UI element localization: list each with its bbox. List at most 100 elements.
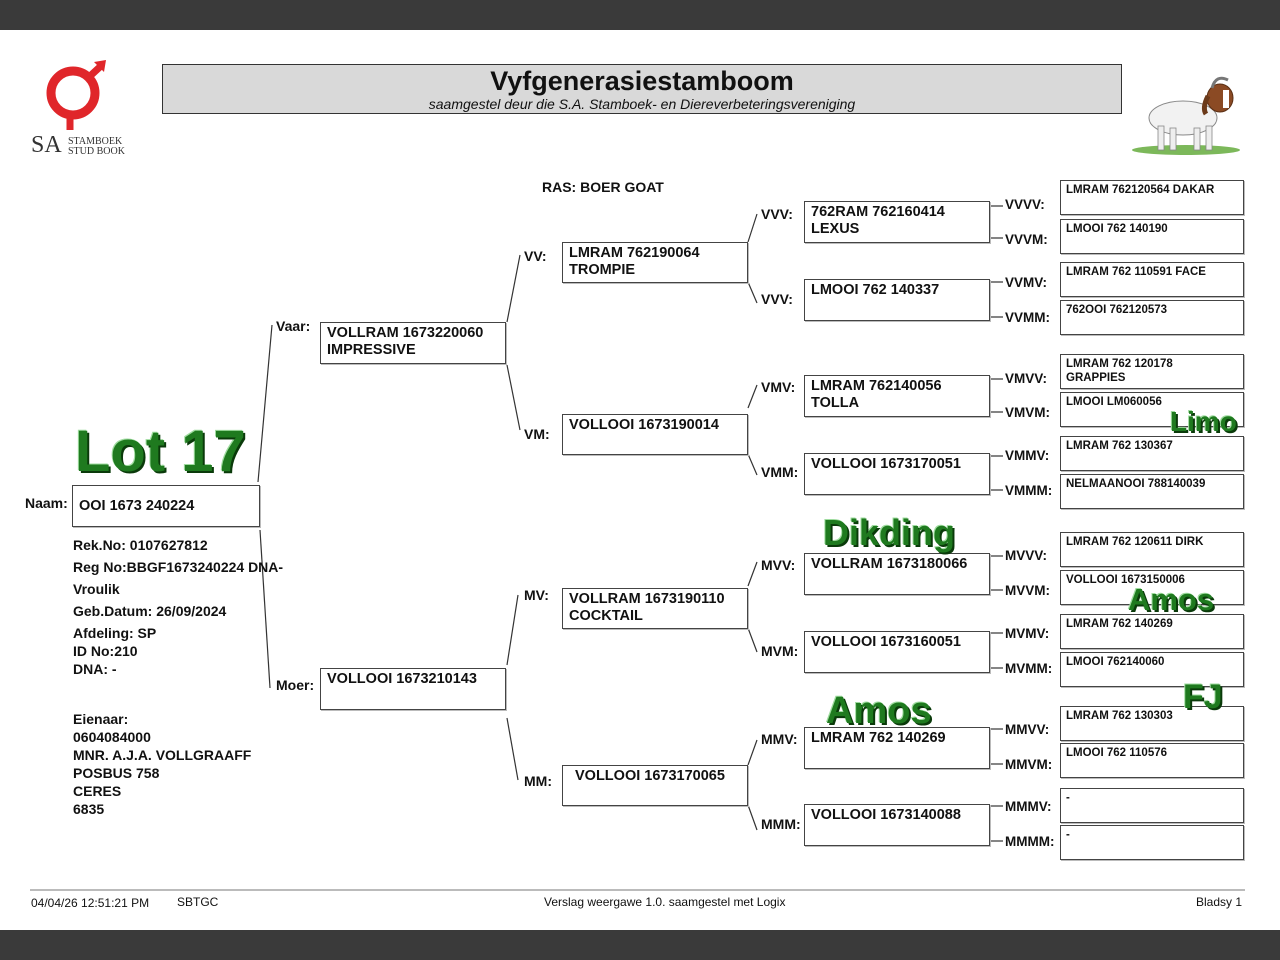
- studbook-emblem-icon: [46, 60, 106, 130]
- vmm-line-1: VOLLOOI 1673170051: [811, 456, 961, 472]
- vvm-box: LMOOI 762 140337: [804, 279, 990, 321]
- gen4-box-vmmm: NELMAANOOI 788140039: [1060, 474, 1244, 509]
- vv-line-1: LMRAM 762190064: [569, 245, 700, 261]
- gen4-box-mvvm: VOLLOOI 1673150006: [1060, 570, 1244, 605]
- animal-name: OOI 1673 240224: [79, 498, 195, 514]
- logo-line2: STUD BOOK: [68, 146, 125, 157]
- mmm-label: MMM:: [761, 816, 801, 832]
- gen4-mmmv-line-1: -: [1066, 792, 1070, 804]
- reg-no: Reg No:BBGF1673240224 DNA-: [73, 559, 284, 575]
- gen4-label-mmmm: MMMM:: [1005, 834, 1055, 849]
- footer-code: SBTGC: [177, 895, 219, 909]
- amos-overlay-gen4: Amos: [1128, 582, 1215, 617]
- footer-page-number: Bladsy 1: [1196, 895, 1243, 909]
- vv-label: VV:: [524, 248, 547, 264]
- gen4-vvmv-line-1: LMRAM 762 110591 FACE: [1066, 266, 1206, 278]
- mmv-line-1: LMRAM 762 140269: [811, 730, 946, 746]
- gen4-box-mvmm: LMOOI 762140060: [1060, 652, 1244, 687]
- gen4-label-mvmm: MVMM:: [1005, 661, 1053, 676]
- owner-postcode: 6835: [73, 801, 105, 817]
- mvv-label: MVV:: [761, 557, 796, 573]
- dam-box: VOLLOOI 1673210143: [320, 668, 506, 710]
- vvm-label: VVV:: [761, 291, 793, 307]
- gen4-vmmv-line-1: LMRAM 762 130367: [1066, 440, 1173, 452]
- footer-datetime: 04/04/26 12:51:21 PM: [31, 896, 150, 910]
- gen4-box-vvmv: LMRAM 762 110591 FACE: [1060, 262, 1244, 297]
- gen4-label-vmvm: VMVM:: [1005, 405, 1050, 420]
- sire-box: VOLLRAM 1673220060 IMPRESSIVE: [320, 322, 506, 364]
- gen4-vvvv-line-1: LMRAM 762120564 DAKAR: [1066, 184, 1215, 196]
- mvm-label: MVM:: [761, 643, 799, 659]
- dam-line-1: VOLLOOI 1673210143: [327, 671, 477, 687]
- mvv-box: VOLLRAM 1673180066: [804, 553, 990, 595]
- boer-goat-illustration: [1128, 68, 1244, 156]
- window-bottom-bar: [0, 930, 1280, 960]
- gen4-label-mvmv: MVMV:: [1005, 626, 1050, 641]
- mm-label: MM:: [524, 773, 552, 789]
- vm-box: VOLLOOI 1673190014: [562, 414, 748, 455]
- mvm-line-1: VOLLOOI 1673160051: [811, 634, 961, 650]
- gen4-box-mmvv: LMRAM 762 130303: [1060, 706, 1244, 741]
- mv-line-1: VOLLRAM 1673190110: [569, 591, 725, 607]
- gen4-label-mvvv: MVVV:: [1005, 548, 1048, 563]
- gen4-box-mmmv: -: [1060, 788, 1244, 823]
- gen4-box-vvvm: LMOOI 762 140190: [1060, 219, 1244, 254]
- sire-line-1: VOLLRAM 1673220060: [327, 325, 484, 341]
- gen4-box-vvvv: LMRAM 762120564 DAKAR: [1060, 180, 1244, 215]
- gen4-label-vvvv: VVVV:: [1005, 197, 1045, 212]
- id-no: ID No:210: [73, 643, 138, 659]
- gen4-vmmm-line-1: NELMAANOOI 788140039: [1066, 478, 1206, 490]
- gen4-mmvm-line-1: LMOOI 762 110576: [1066, 747, 1168, 759]
- gen4-mvvm-line-1: VOLLOOI 1673150006: [1066, 574, 1185, 586]
- gen4-vmvv-line-2: GRAPPIES: [1066, 372, 1126, 384]
- mv-line-2: COCKTAIL: [569, 608, 643, 624]
- mm-box: VOLLOOI 1673170065: [562, 765, 748, 806]
- gen4-mvvv-line-1: LMRAM 762 120611 DIRK: [1066, 536, 1204, 548]
- gen4-box-mvmv: LMRAM 762 140269: [1060, 614, 1244, 649]
- owner-name: MNR. A.J.A. VOLLGRAAFF: [73, 747, 252, 763]
- vvv-box: 762RAM 762160414 LEXUS: [804, 201, 990, 243]
- vv-line-2: TROMPIE: [569, 262, 636, 278]
- mm-line-1: VOLLOOI 1673170065: [575, 768, 725, 784]
- vmm-label: VMM:: [761, 464, 799, 480]
- gen4-box-vvmm: 762OOI 762120573: [1060, 300, 1244, 335]
- gen4-box-vmvm: LMOOI LM060056: [1060, 392, 1244, 427]
- vvm-line-1: LMOOI 762 140337: [811, 282, 940, 298]
- gen4-label-vvmm: VVMM:: [1005, 310, 1050, 325]
- gen4-box-vmvv: LMRAM 762 120178 GRAPPIES: [1060, 354, 1244, 389]
- pedigree-connector-lines: [30, 205, 1245, 891]
- mvv-line-1: VOLLRAM 1673180066: [811, 556, 968, 572]
- sa-studbook-logo: SA STAMBOEK STUD BOOK: [28, 60, 138, 160]
- document-title: Vyfgenerasiestamboom: [490, 66, 794, 96]
- gen4-mvmm-line-1: LMOOI 762140060: [1066, 656, 1165, 668]
- vvv-label: VVV:: [761, 206, 793, 222]
- mmv-label: MMV:: [761, 731, 798, 747]
- rek-no: Rek.No: 0107627812: [73, 537, 208, 553]
- mvm-box: VOLLOOI 1673160051: [804, 631, 990, 673]
- amos-overlay-gen3: Amos: [826, 690, 932, 732]
- gen4-label-mmvm: MMVM:: [1005, 757, 1053, 772]
- naam-label: Naam:: [25, 495, 68, 511]
- mmv-box: LMRAM 762 140269: [804, 727, 990, 769]
- mmm-line-1: VOLLOOI 1673140088: [811, 807, 961, 823]
- gen4-box-mvvv: LMRAM 762 120611 DIRK: [1060, 532, 1244, 567]
- gen4-vvvm-line-1: LMOOI 762 140190: [1066, 223, 1168, 235]
- lot-number-overlay: Lot 17: [75, 419, 246, 484]
- vaar-label: Vaar:: [276, 318, 311, 334]
- vm-line-1: VOLLOOI 1673190014: [569, 417, 719, 433]
- gen4-mmvv-line-1: LMRAM 762 130303: [1066, 710, 1173, 722]
- pedigree-document: SA STAMBOEK STUD BOOK Vyfgenerasiestambo…: [0, 30, 1280, 930]
- mmm-box: VOLLOOI 1673140088: [804, 804, 990, 846]
- logo-sa-text: SA: [31, 132, 62, 158]
- gen4-box-mmvm: LMOOI 762 110576: [1060, 743, 1244, 778]
- mv-label: MV:: [524, 587, 549, 603]
- gen4-box-mmmm: -: [1060, 825, 1244, 860]
- gen4-label-vvmv: VVMV:: [1005, 275, 1048, 290]
- window-top-bar: [0, 0, 1280, 30]
- gen4-label-vvvm: VVVM:: [1005, 232, 1048, 247]
- gen4-label-mmvv: MMVV:: [1005, 722, 1050, 737]
- animal-info: Rek.No: 0107627812 Reg No:BBGF1673240224…: [73, 536, 283, 678]
- breed-label: RAS: BOER GOAT: [542, 179, 664, 195]
- animal-name-box: OOI 1673 240224: [72, 485, 260, 527]
- gen4-label-mmmv: MMMV:: [1005, 799, 1052, 814]
